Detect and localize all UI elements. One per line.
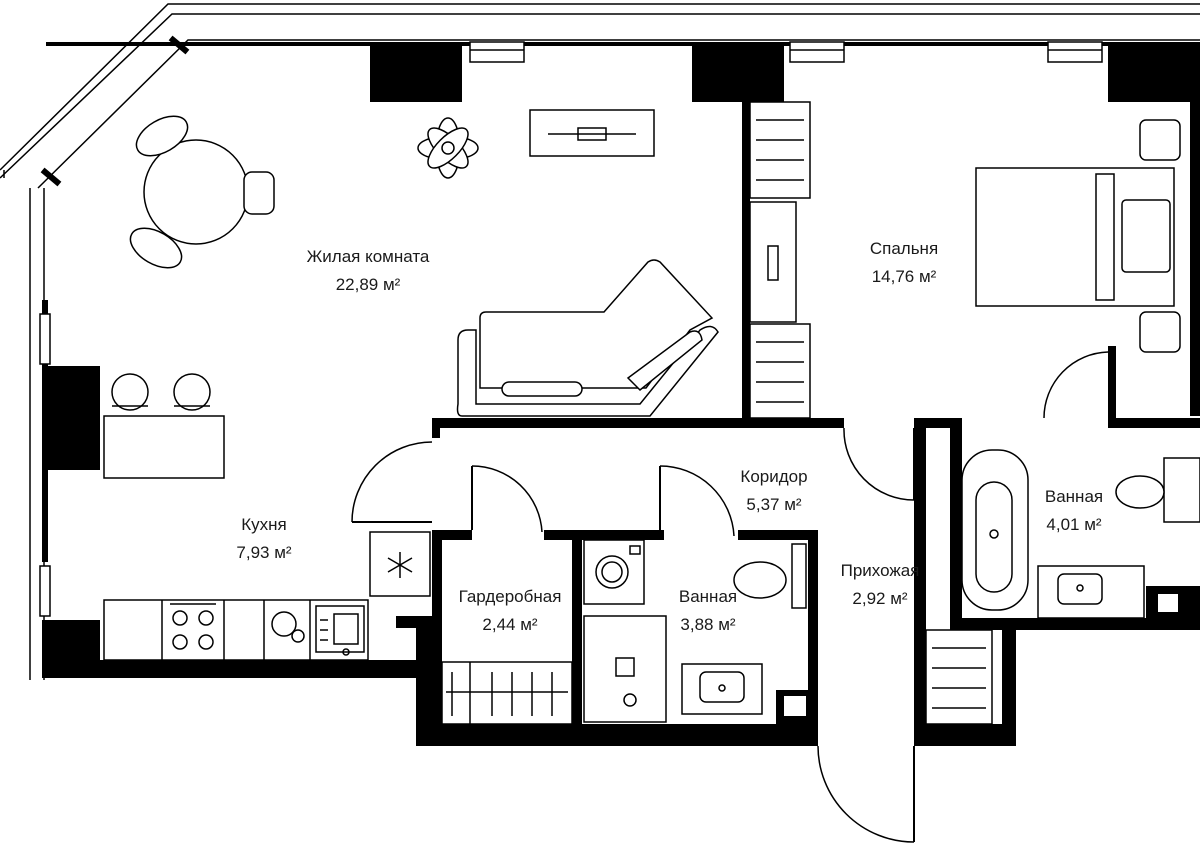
room-area-bath1: 3,88 м² <box>680 615 735 634</box>
room-name-living: Жилая комната <box>307 247 430 266</box>
room-area-corridor: 5,37 м² <box>746 495 801 514</box>
washing-machine-icon <box>583 539 645 605</box>
wardrobe-rack <box>441 661 573 725</box>
room-area-hall: 2,92 м² <box>852 589 907 608</box>
hall-wardrobe <box>925 629 993 725</box>
room-name-wardrobe: Гардеробная <box>459 587 562 606</box>
tv-stand <box>529 109 655 157</box>
room-name-kitchen: Кухня <box>241 515 287 534</box>
room-area-living: 22,89 м² <box>336 275 401 294</box>
doors <box>351 351 1109 843</box>
room-name-bath1: Ванная <box>679 587 737 606</box>
toilet-icon <box>733 543 807 609</box>
bar-counter <box>103 373 225 479</box>
room-labels: Жилая комната 22,89 м² Спальня 14,76 м² … <box>236 239 1103 634</box>
room-area-wardrobe: 2,44 м² <box>482 615 537 634</box>
room-area-bedroom: 14,76 м² <box>872 267 937 286</box>
shower-tray <box>583 615 667 723</box>
bath2-toilet <box>1115 457 1200 523</box>
room-name-corridor: Коридор <box>740 467 807 486</box>
wardrobe-bedroom <box>749 101 811 419</box>
kitchen-counter <box>103 599 369 661</box>
room-area-bath2: 4,01 м² <box>1046 515 1101 534</box>
bathtub-icon <box>961 449 1029 611</box>
room-area-kitchen: 7,93 м² <box>236 543 291 562</box>
plant-icon <box>417 117 479 179</box>
bed-icon <box>975 119 1181 353</box>
bath1-sink <box>681 663 763 715</box>
bath2-sink <box>1037 565 1145 619</box>
sofa-icon <box>456 259 719 417</box>
windows <box>39 41 1103 617</box>
snowflake-icon <box>369 531 431 597</box>
dining-table-icon <box>129 115 275 269</box>
sink-icon <box>315 605 365 656</box>
stove-icon <box>170 603 216 650</box>
room-name-bedroom: Спальня <box>870 239 938 258</box>
dishwasher-icon <box>271 611 305 643</box>
walls <box>40 35 1200 746</box>
room-name-hall: Прихожая <box>841 561 920 580</box>
room-name-bath2: Ванная <box>1045 487 1103 506</box>
